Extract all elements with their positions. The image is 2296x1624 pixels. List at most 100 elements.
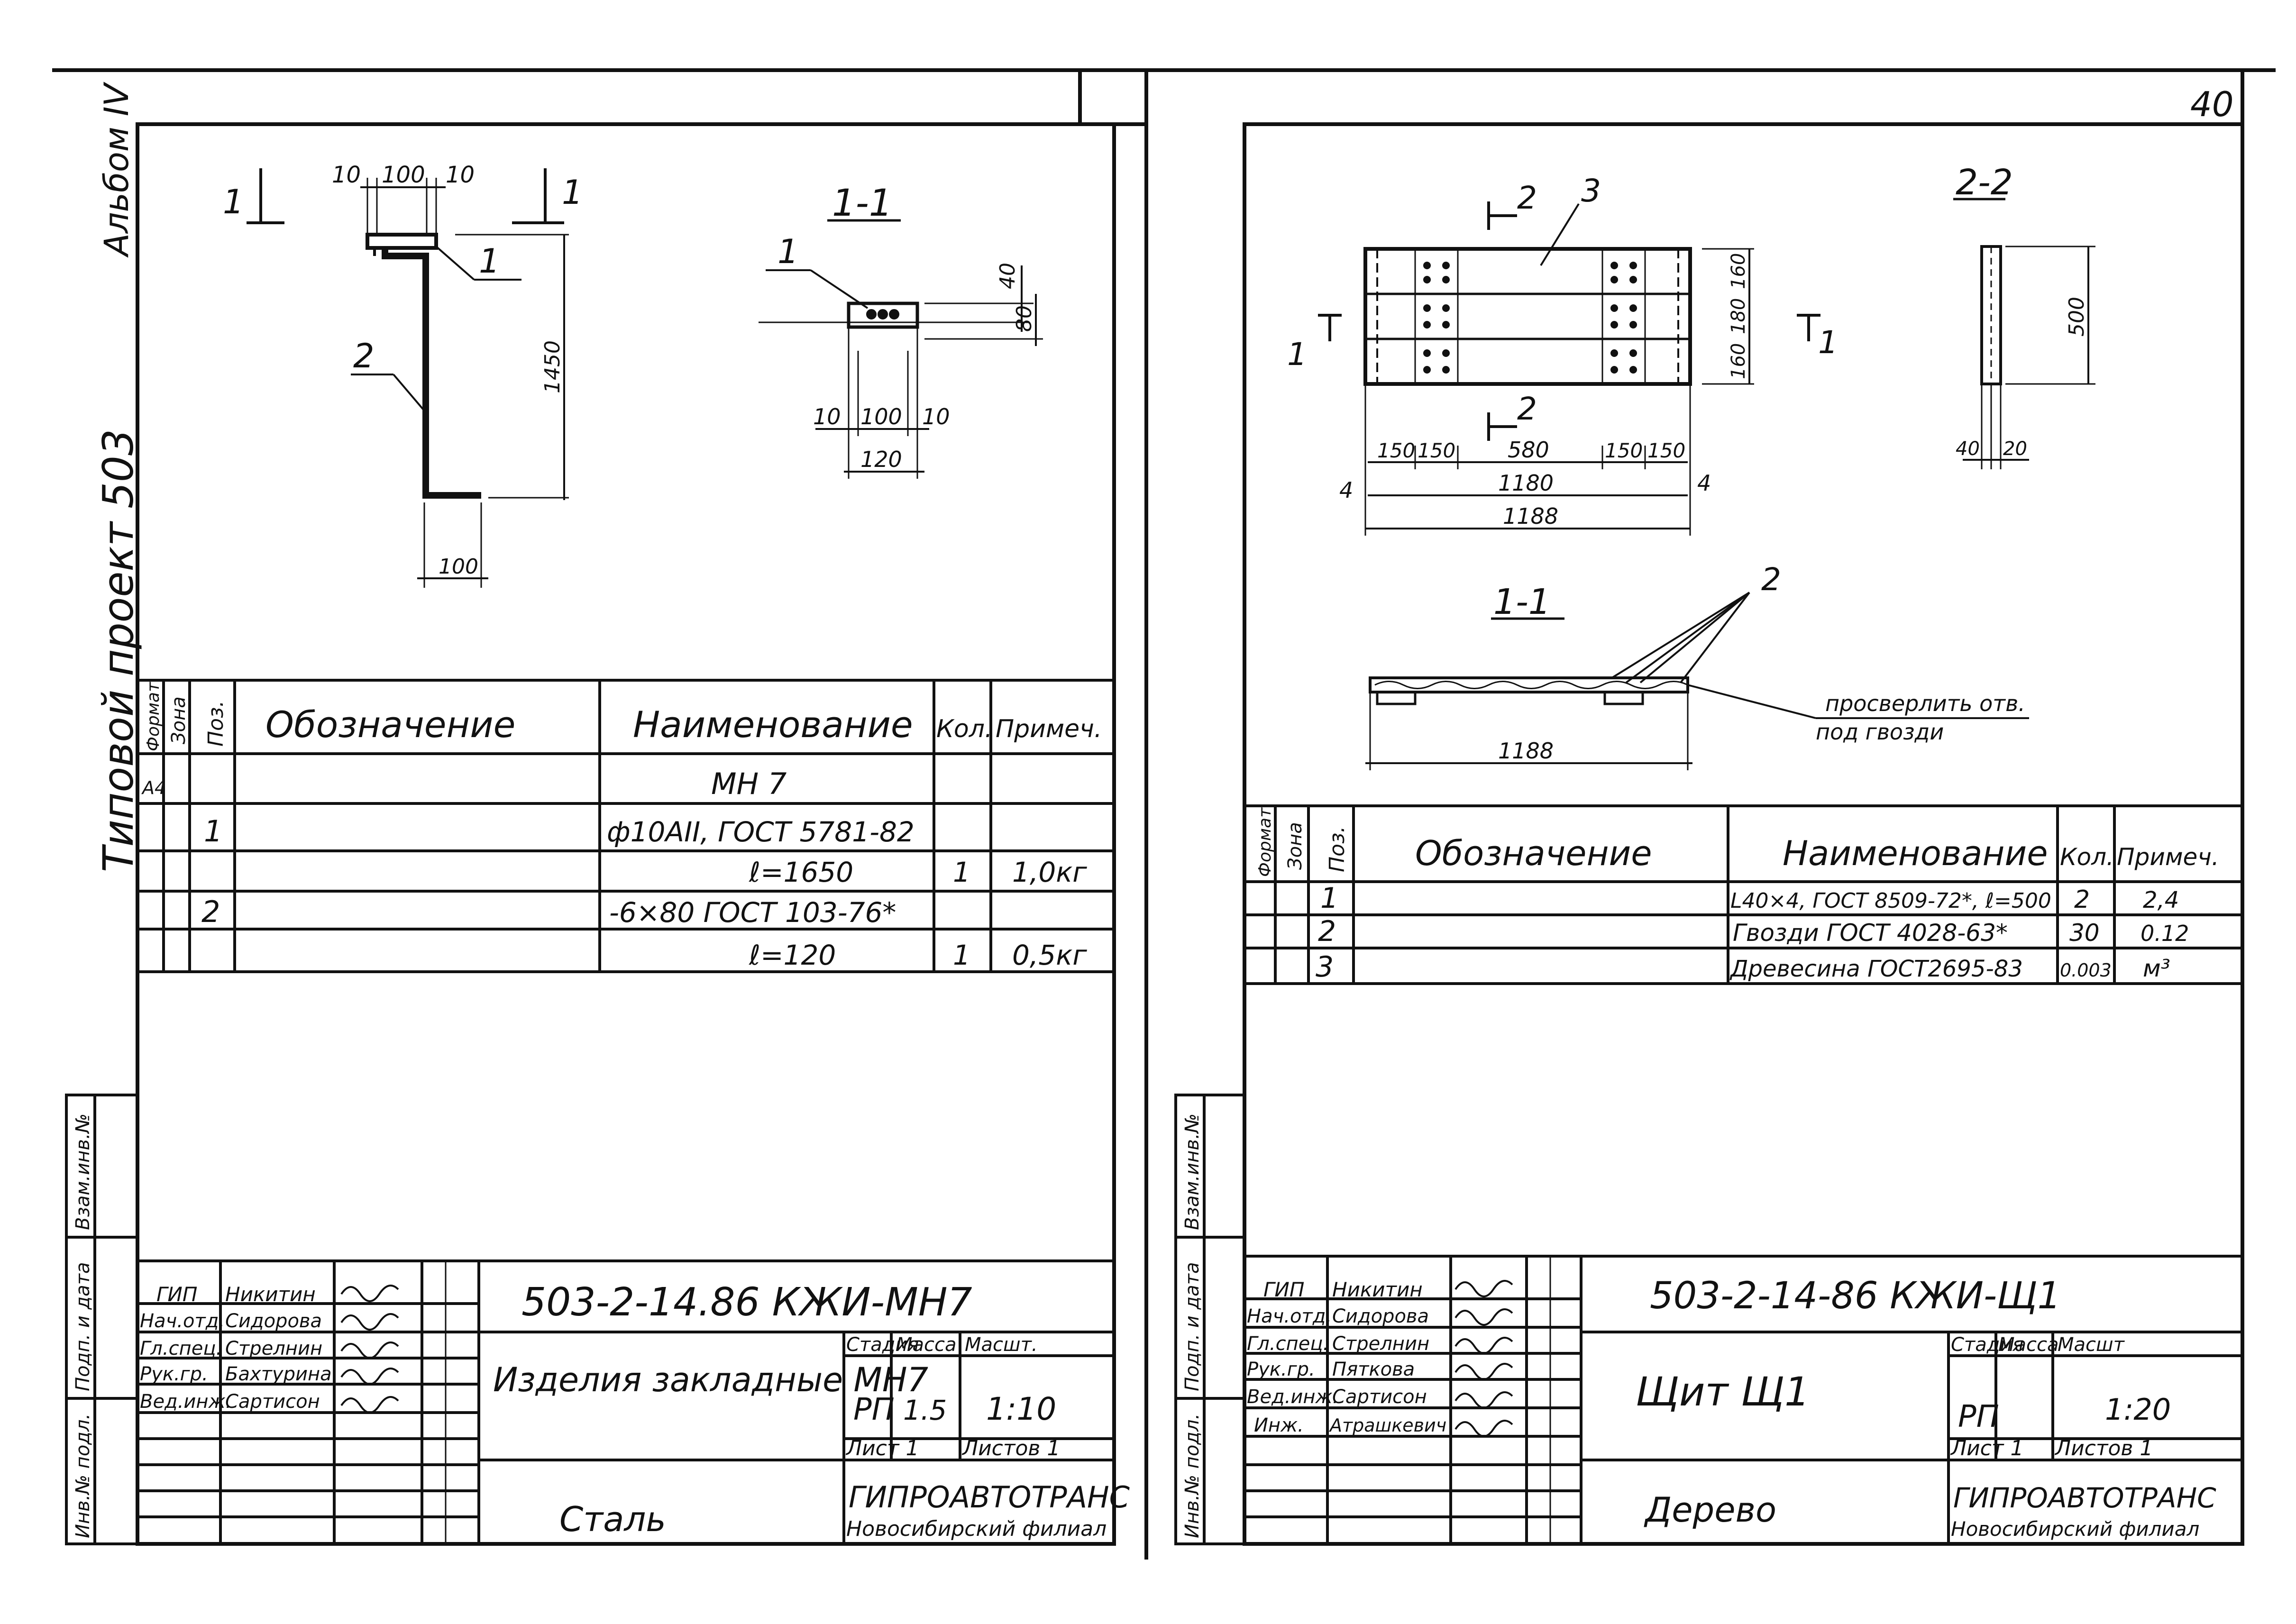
plan-pos3: 3 xyxy=(1581,173,1601,209)
mh7-dim-10b: 10 xyxy=(446,162,475,188)
spec-hdr-designation: Обозначение xyxy=(1415,833,1652,873)
mh7-dim-bottom-100: 100 xyxy=(439,555,478,579)
stamp-vzam: Взам.инв.№ xyxy=(1181,1113,1203,1230)
tb-mass-label: Масса xyxy=(896,1334,957,1356)
spec-hdr-zone: Зона xyxy=(168,696,190,744)
mh7-dim-100: 100 xyxy=(382,162,425,188)
right-stamp-strip xyxy=(1174,1094,1246,1545)
tb-person: Стрелнин xyxy=(225,1338,322,1359)
right-frame xyxy=(1243,122,2244,1546)
spec-hdr-qty: Кол. xyxy=(2060,843,2114,871)
tb-role: Гл.спец. xyxy=(1247,1333,1329,1355)
section11-dim-1188: 1188 xyxy=(1498,738,1554,764)
left-title-block xyxy=(137,1259,1114,1544)
left-sheet: Альбом IV Типовой проект 503 Взам.инв.№ … xyxy=(65,82,1146,1546)
plan-dim-1180: 1180 xyxy=(1498,470,1554,496)
tb-sheet: Лист 1 xyxy=(1950,1436,2023,1460)
right-sheet: 40 Взам.инв.№ Подп. и дата Инв.№ подл. xyxy=(1174,84,2244,1546)
plan-dim-160b: 160 xyxy=(1728,343,1749,379)
mh7-section-dim-100: 100 xyxy=(860,404,902,429)
tb-stage: РП xyxy=(853,1392,895,1427)
tb-stage: РП xyxy=(1958,1399,1999,1434)
tb-sheets: Листов 1 xyxy=(2054,1436,2153,1460)
plan-cut1-left: 1 xyxy=(1287,336,1307,373)
tb-person: Атрашкевич xyxy=(1328,1415,1446,1436)
spec-row-name: МН 7 xyxy=(711,766,787,801)
stamp-inv: Инв.№ подл. xyxy=(72,1414,94,1538)
mh7-pos1: 1 xyxy=(479,242,500,281)
right-title-block xyxy=(1244,1255,2242,1544)
tb-stage-label: Стадия xyxy=(1951,1334,2023,1356)
left-frame xyxy=(136,122,1146,1546)
spec-row-name: ф10АII, ГОСТ 5781-82 xyxy=(607,816,915,848)
spec-row-name: Древесина ГОСТ2695-83 xyxy=(1729,956,2023,982)
stamp-inv: Инв.№ подл. xyxy=(1181,1414,1203,1538)
plan-dim-1188: 1188 xyxy=(1503,503,1558,529)
plan-cut2-bottom: 2 xyxy=(1517,391,1537,427)
spec-row-name: Гвозди ГОСТ 4028-63* xyxy=(1733,919,2008,947)
spec-row-pos: 2 xyxy=(201,894,220,929)
tb-scale: 1:10 xyxy=(986,1391,1056,1427)
spec-row-note: м³ xyxy=(2143,955,2170,982)
cut-mark-left: 1 xyxy=(223,182,244,221)
spec-hdr-designation: Обозначение xyxy=(265,703,515,746)
spec-hdr-name: Наименование xyxy=(1783,833,2048,873)
tb-role: ГИП xyxy=(1263,1278,1304,1301)
mh7-section-dim-10a: 10 xyxy=(813,404,841,429)
section-2-2 xyxy=(1953,198,2095,469)
spec-hdr-zone: Зона xyxy=(1284,822,1306,870)
tb-org: ГИПРОАВТОТРАНС xyxy=(849,1480,1130,1515)
mh7-section-pos1: 1 xyxy=(778,232,799,271)
spec-row-name: ℓ=120 xyxy=(749,939,836,971)
spec-hdr-pos: Поз. xyxy=(1325,826,1349,872)
tb-org: ГИПРОАВТОТРАНС xyxy=(1953,1482,2216,1514)
tb-person: Сартисон xyxy=(1332,1386,1427,1408)
plan-dim-150a: 150 xyxy=(1377,439,1415,462)
tb-mass: 1.5 xyxy=(903,1394,947,1426)
spec-hdr-pos: Поз. xyxy=(204,701,228,747)
tb-material: Сталь xyxy=(559,1499,666,1539)
tb-scale-label: Масшт. xyxy=(965,1334,1038,1356)
mh7-section xyxy=(759,219,1043,479)
section22-dim-40: 40 xyxy=(1956,438,1980,460)
mh7-elevation xyxy=(247,168,569,588)
stamp-podp: Подп. и дата xyxy=(72,1262,94,1391)
section22-title: 2-2 xyxy=(1956,162,2013,203)
spec-row-name: -6×80 ГОСТ 103-76* xyxy=(609,896,896,929)
section11-pos2: 2 xyxy=(1761,561,1781,598)
spec-row-qty: 30 xyxy=(2069,919,2100,947)
section22-dim-20: 20 xyxy=(2003,438,2027,460)
tb-person: Сидорова xyxy=(1332,1305,1429,1327)
spec-row-qty: 0.003 xyxy=(2060,960,2112,981)
left-stamp-strip xyxy=(65,1094,139,1545)
tb-role: Гл.спец. xyxy=(140,1338,222,1359)
section22-dim-500: 500 xyxy=(2065,297,2089,337)
left-signatures xyxy=(340,1285,399,1414)
tb-person: Пяткова xyxy=(1332,1359,1415,1380)
plan-dim-150c: 150 xyxy=(1605,439,1643,462)
mh7-section-dim-40: 40 xyxy=(996,263,1020,289)
plan-dim-180: 180 xyxy=(1728,298,1749,334)
tb-mass-label: Масса xyxy=(1998,1334,2059,1356)
spec-row-pos: 1 xyxy=(1320,882,1338,915)
mh7-section-dim-120: 120 xyxy=(860,447,902,472)
plan-dim-150d: 150 xyxy=(1647,439,1685,462)
spec-row-name: L40×4, ГОСТ 8509-72*, ℓ=500 xyxy=(1730,889,2051,913)
stamp-podp: Подп. и дата xyxy=(1181,1262,1203,1391)
spec-row-note: 0.12 xyxy=(2140,921,2189,946)
spec-row-note: 2,4 xyxy=(2143,887,2179,913)
tb-role: Нач.отд. xyxy=(140,1310,225,1332)
mh7-section-dim-10b: 10 xyxy=(922,404,950,429)
tb-title: Щит Щ1 xyxy=(1636,1369,1810,1415)
spec-row-pos: 3 xyxy=(1316,950,1334,984)
section11-note-line2: под гвозди xyxy=(1816,719,1944,745)
shield-plan xyxy=(1318,201,1820,536)
tb-material: Дерево xyxy=(1644,1490,1776,1530)
page-number: 40 xyxy=(2190,84,2234,124)
mh7-dim-1450: 1450 xyxy=(540,340,565,393)
spec-row-note: 0,5кг xyxy=(1012,939,1087,971)
tb-person: Стрелнин xyxy=(1332,1333,1429,1355)
plan-dim-580: 580 xyxy=(1508,437,1549,463)
section-1-1-right xyxy=(1365,592,2029,770)
plan-dim-160a: 160 xyxy=(1728,253,1749,289)
